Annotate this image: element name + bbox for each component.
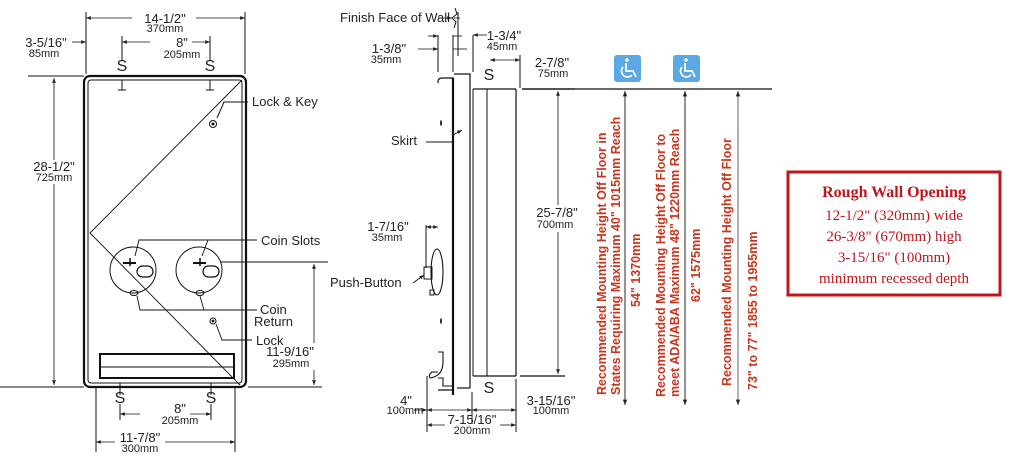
stud-marker: S bbox=[117, 58, 128, 75]
callout-lock: Lock bbox=[256, 333, 284, 348]
dim-flange-mm: 35mm bbox=[371, 54, 402, 66]
mount-label-2a: Recommended Mounting Height Off Floor to bbox=[654, 133, 668, 397]
callout-coin-return: Coin bbox=[260, 302, 287, 317]
dim-pushbutton-in: 11-9/16" bbox=[266, 344, 314, 359]
lock-key-icon bbox=[210, 121, 217, 128]
dim-pushbutton-mm: 295mm bbox=[273, 358, 310, 370]
door-swing-lines bbox=[90, 80, 242, 385]
dim-projection-in: 1-3/4" bbox=[487, 28, 522, 43]
dim-recess-depth-mm: 100mm bbox=[533, 405, 570, 417]
mount-value-2: 62" 1575mm bbox=[689, 229, 703, 302]
callout-coin-return-2: Return bbox=[254, 314, 293, 329]
dim-left-offset-in: 3-5/16" bbox=[25, 35, 67, 50]
dim-stud-offset-in: 2-7/8" bbox=[535, 55, 570, 70]
mount-label-1a: Recommended Mounting Height Off Floor in bbox=[595, 133, 609, 395]
callout-lock-key: Lock & Key bbox=[252, 94, 318, 109]
accessible-icon bbox=[673, 55, 700, 82]
dim-projection-mm: 45mm bbox=[487, 41, 518, 53]
stud-marker: S bbox=[484, 380, 495, 397]
pushbutton-profile bbox=[431, 249, 443, 295]
dim-left-offset-mm: 85mm bbox=[29, 48, 60, 60]
dim-stud-bottom-in: 8" bbox=[174, 401, 186, 416]
dim-stud-bottom-mm: 205mm bbox=[162, 415, 199, 427]
dim-bottom-proj-in: 4" bbox=[400, 393, 412, 408]
dim-stud-top-mm: 205mm bbox=[164, 49, 201, 61]
rough-wall-opening-box: Rough Wall Opening 12-1/2" (320mm) wide … bbox=[788, 172, 1000, 295]
mount-label-1b: States Requiring Maximum 40" 1015mm Reac… bbox=[609, 117, 623, 395]
rough-opening-depth: 3-15/16" (100mm) bbox=[838, 250, 950, 266]
mounting-heights: Recommended Mounting Height Off Floor in… bbox=[522, 55, 772, 405]
dim-overall-depth-mm: 200mm bbox=[454, 425, 491, 437]
dim-stud-top-in: 8" bbox=[176, 35, 188, 50]
accessible-icon bbox=[614, 55, 641, 82]
stud-marker: S bbox=[115, 390, 126, 407]
rough-opening-title: Rough Wall Opening bbox=[822, 184, 966, 201]
mount-label-3a: Recommended Mounting Height Off Floor bbox=[720, 138, 734, 386]
dim-bottom-proj-mm: 100mm bbox=[387, 405, 424, 417]
dim-body-height-in: 25-7/8" bbox=[536, 205, 578, 220]
product-tray bbox=[100, 354, 234, 378]
dim-width-mm: 370mm bbox=[147, 23, 184, 35]
dim-body-height-mm: 700mm bbox=[537, 219, 574, 231]
dim-button-proj-in: 1-7/16" bbox=[367, 219, 409, 234]
dim-stud-offset-mm: 75mm bbox=[538, 68, 569, 80]
dim-width-in: 14-1/2" bbox=[144, 11, 186, 26]
mount-value-1: 54" 1370mm bbox=[629, 234, 643, 307]
pushbutton-label: Push-Button bbox=[330, 275, 402, 290]
cabinet-flange bbox=[84, 76, 246, 387]
dim-recess-depth-in: 3-15/16" bbox=[527, 393, 576, 408]
dim-bottom-width-in: 11-7/8" bbox=[120, 430, 161, 445]
rough-opening-depth-note: minimum recessed depth bbox=[819, 271, 969, 287]
rough-opening-height: 26-3/8" (670mm) high bbox=[826, 229, 962, 245]
dim-height-in: 28-1/2" bbox=[33, 159, 75, 174]
finish-face-label: Finish Face of Wall bbox=[340, 10, 450, 25]
side-view bbox=[413, 8, 575, 432]
stud-marker: S bbox=[206, 390, 217, 407]
stud-marker: S bbox=[484, 67, 495, 84]
lock-icon bbox=[210, 318, 216, 324]
coin-mechanism-right bbox=[176, 247, 222, 296]
callout-coin-slots: Coin Slots bbox=[261, 233, 321, 248]
dim-bottom-width-mm: 300mm bbox=[122, 443, 159, 455]
rough-opening-width: 12-1/2" (320mm) wide bbox=[825, 208, 963, 224]
coin-mechanism-left bbox=[110, 247, 156, 296]
mount-label-2b: meet ADA/ABA Maximum 48" 1220mm Reach bbox=[668, 129, 682, 397]
dim-height-mm: 725mm bbox=[36, 172, 73, 184]
mount-value-3: 73" to 77" 1855 to 1955mm bbox=[746, 232, 760, 390]
dim-flange-in: 1-3/8" bbox=[372, 41, 407, 56]
front-view bbox=[0, 12, 328, 452]
stud-marker: S bbox=[205, 58, 216, 75]
dim-overall-depth-in: 7-15/16" bbox=[448, 412, 497, 427]
dim-button-proj-mm: 35mm bbox=[372, 232, 403, 244]
skirt-label: Skirt bbox=[391, 133, 417, 148]
